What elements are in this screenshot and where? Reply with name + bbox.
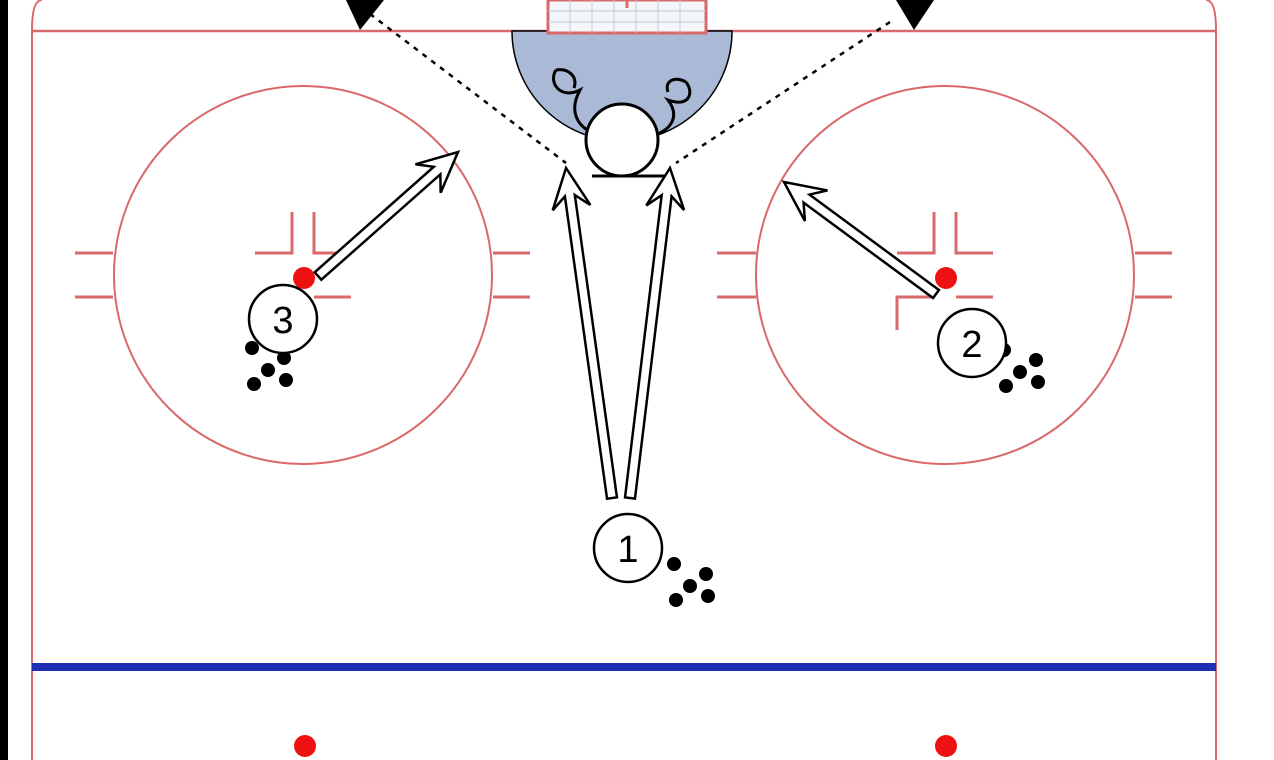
skating-arrows xyxy=(312,150,941,501)
player-3: 3 xyxy=(247,283,319,355)
goalie-circle-icon xyxy=(552,68,692,178)
faceoff-dots xyxy=(293,267,957,757)
skating-arrow-right-lane xyxy=(623,165,686,500)
player-3-label: 3 xyxy=(272,300,293,342)
puck-pile-icon xyxy=(667,557,715,607)
skating-arrow-left-lane xyxy=(551,165,619,501)
skating-arrow-player-2 xyxy=(781,180,941,300)
page-edge xyxy=(0,0,8,760)
black-cone-icon xyxy=(346,0,384,30)
player-2: 2 xyxy=(936,307,1008,379)
player-2-label: 2 xyxy=(961,324,982,366)
faceoff-hash-marks xyxy=(75,251,1172,299)
faceoff-dot-left xyxy=(293,267,315,289)
faceoff-dot-right xyxy=(935,267,957,289)
right-faceoff-circle xyxy=(755,85,1135,465)
black-cone-icon xyxy=(346,0,934,30)
dashed-lanes xyxy=(369,13,891,165)
neutral-dot-right xyxy=(935,735,957,757)
puck-pile-icon xyxy=(245,341,293,391)
player-1-label: 1 xyxy=(617,529,638,571)
player-1: 1 xyxy=(592,512,664,584)
black-cone-icon xyxy=(896,0,934,30)
skating-arrow-player-3 xyxy=(312,150,461,282)
neutral-dot-left xyxy=(294,735,316,757)
puck-pile-icon xyxy=(245,341,1045,607)
goal-net xyxy=(546,0,708,35)
left-faceoff-circle xyxy=(113,85,493,465)
